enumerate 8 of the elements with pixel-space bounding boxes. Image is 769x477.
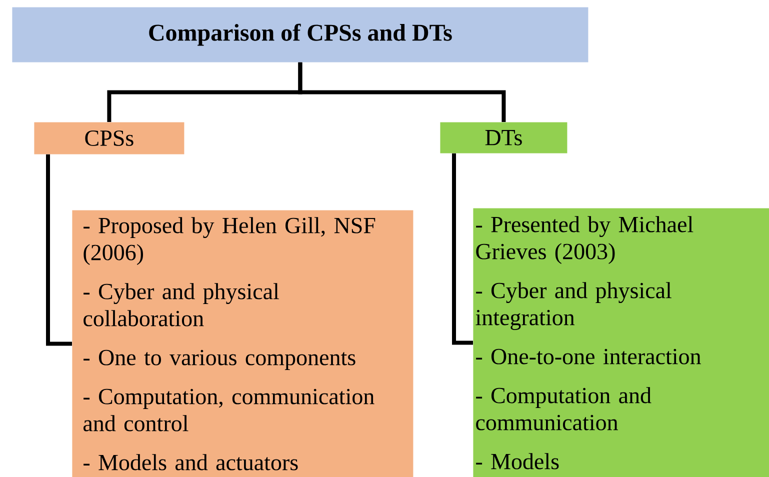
connector-line: [46, 154, 72, 346]
connector-line: [452, 153, 473, 345]
feature-list-box: - Presented by Michael Grieves (2003) - Cyber and physical integration - One-to-one interaction - Computation and communication - Models: [473, 208, 769, 477]
title-box: Comparison of CPSs and DTs: [12, 7, 588, 62]
category-box: CPSs: [34, 122, 184, 154]
connector-line: [298, 62, 506, 122]
category-box: DTs: [440, 122, 568, 154]
feature-list-box: - Proposed by Helen Gill, NSF (2006) - Cyber and physical collaboration - One to various components - Computation, communication and control - Models and actuators: [72, 210, 414, 477]
